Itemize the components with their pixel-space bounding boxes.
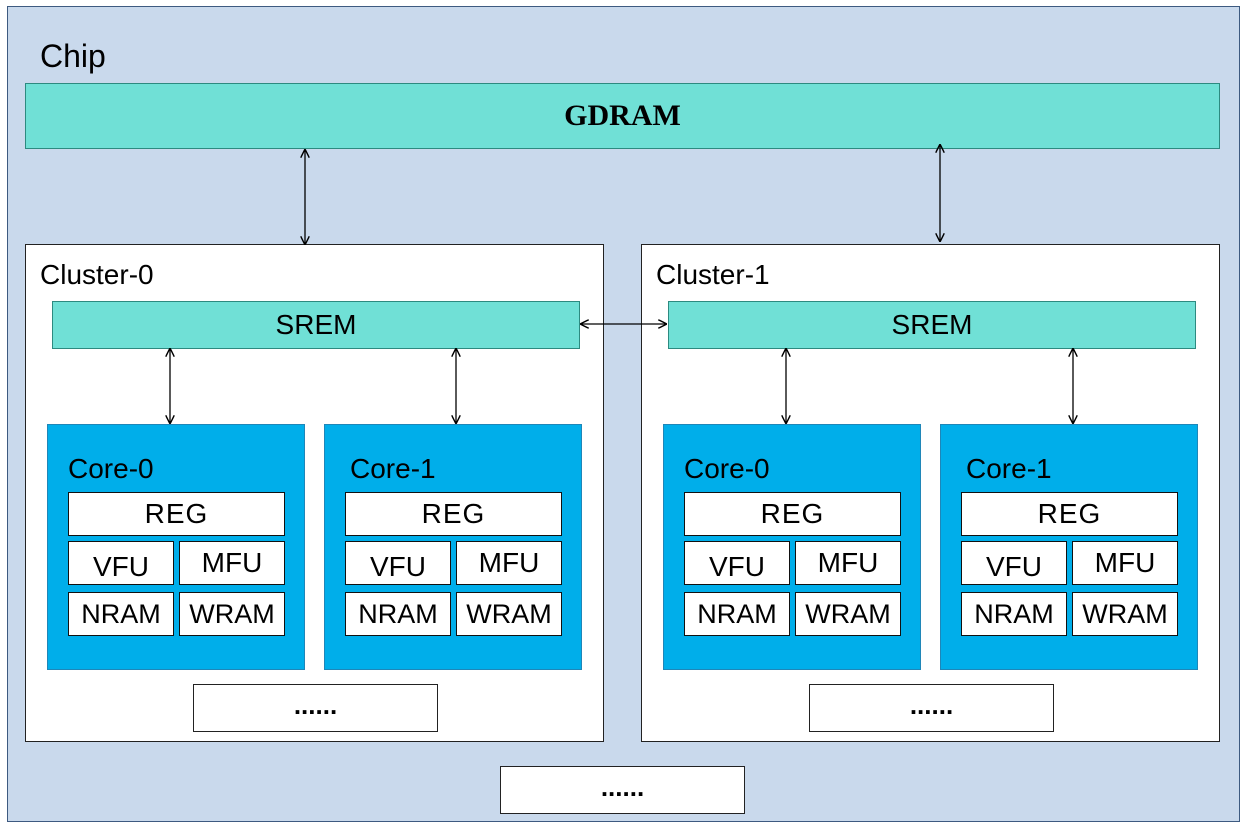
vfu-block: VFU (345, 541, 451, 585)
wram-block: WRAM (795, 592, 901, 636)
more-cores-placeholder: ...... (809, 684, 1054, 732)
cluster-0: Cluster-0 SREM Core-0 REG VFU MFU NRAM W… (25, 244, 604, 742)
core-1: Core-1 REG VFU MFU NRAM WRAM (324, 424, 582, 670)
reg-block: REG (68, 492, 285, 536)
cluster-label: Cluster-1 (656, 259, 770, 290)
srem-block: SREM (52, 301, 580, 349)
reg-block: REG (961, 492, 1178, 536)
nram-block: NRAM (68, 592, 174, 636)
core-1: Core-1 REG VFU MFU NRAM WRAM (940, 424, 1198, 670)
core-label: Core-0 (684, 453, 770, 484)
core-0: Core-0 REG VFU MFU NRAM WRAM (47, 424, 305, 670)
nram-block: NRAM (345, 592, 451, 636)
gdram-block: GDRAM (25, 83, 1220, 149)
core-label: Core-0 (68, 453, 154, 484)
mfu-block: MFU (1072, 541, 1178, 585)
cluster-label: Cluster-0 (40, 259, 154, 290)
core-label: Core-1 (966, 453, 1052, 484)
core-label: Core-1 (350, 453, 436, 484)
more-cores-placeholder: ...... (193, 684, 438, 732)
nram-block: NRAM (961, 592, 1067, 636)
mfu-block: MFU (795, 541, 901, 585)
wram-block: WRAM (1072, 592, 1178, 636)
vfu-block: VFU (961, 541, 1067, 585)
reg-block: REG (684, 492, 901, 536)
mfu-block: MFU (456, 541, 562, 585)
vfu-block: VFU (684, 541, 790, 585)
wram-block: WRAM (456, 592, 562, 636)
wram-block: WRAM (179, 592, 285, 636)
srem-block: SREM (668, 301, 1196, 349)
nram-block: NRAM (684, 592, 790, 636)
core-0: Core-0 REG VFU MFU NRAM WRAM (663, 424, 921, 670)
chip-label: Chip (40, 38, 106, 74)
cluster-1: Cluster-1 SREM Core-0 REG VFU MFU NRAM W… (641, 244, 1220, 742)
vfu-block: VFU (68, 541, 174, 585)
reg-block: REG (345, 492, 562, 536)
more-clusters-placeholder: ...... (500, 766, 745, 814)
mfu-block: MFU (179, 541, 285, 585)
